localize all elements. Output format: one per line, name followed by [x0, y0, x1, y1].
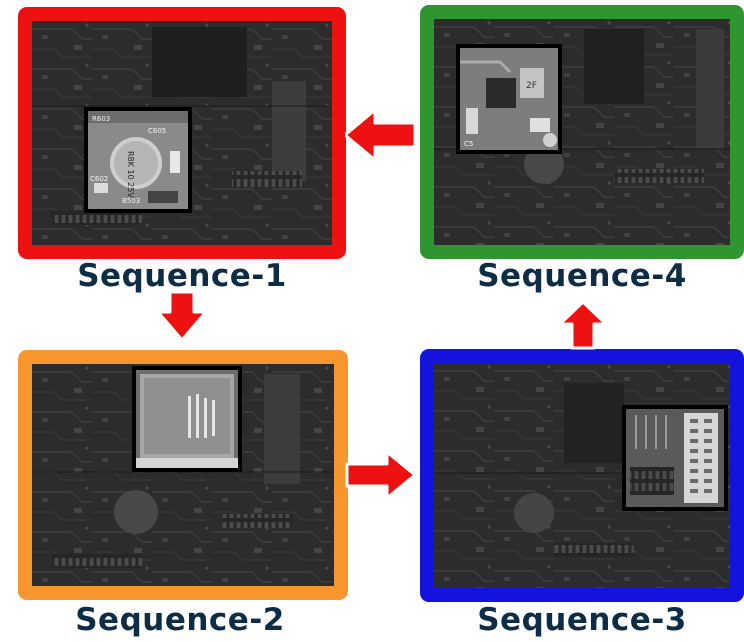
pcb-image: R8K 10 25V R603 C605 C602 B503 [32, 21, 332, 245]
highlight-capacitor-region: R8K 10 25V R603 C605 C602 B503 [84, 107, 192, 213]
sequence-2-panel [18, 350, 348, 600]
svg-text:2F: 2F [526, 81, 537, 91]
sequence-3-label: Sequence-3 [477, 602, 687, 638]
sequence-1-label: Sequence-1 [77, 258, 287, 294]
sequence-1-panel: R8K 10 25V R603 C605 C602 B503 [18, 7, 346, 259]
arrow-up-icon [558, 300, 608, 350]
pcb-image: 2F C5 [434, 19, 730, 245]
pcb-image [434, 363, 730, 588]
pcb-image [32, 364, 334, 586]
svg-text:C602: C602 [90, 175, 108, 183]
sequence-3-panel [420, 349, 744, 602]
arrow-down-icon [156, 290, 208, 342]
capacitor-marking: R8K 10 25V [126, 151, 135, 198]
sequence-4-panel: 2F C5 [420, 5, 744, 259]
svg-text:C605: C605 [148, 127, 166, 135]
svg-text:C5: C5 [464, 140, 473, 148]
svg-text:R603: R603 [92, 115, 110, 123]
svg-text:B503: B503 [122, 197, 140, 205]
arrow-left-icon [345, 110, 420, 160]
highlight-connector-region [622, 405, 728, 511]
arrow-right-icon [345, 450, 417, 500]
highlight-chip-region [132, 366, 242, 472]
highlight-resistor-region: 2F C5 [456, 44, 562, 154]
sequence-2-label: Sequence-2 [75, 602, 285, 638]
sequence-4-label: Sequence-4 [477, 258, 687, 294]
